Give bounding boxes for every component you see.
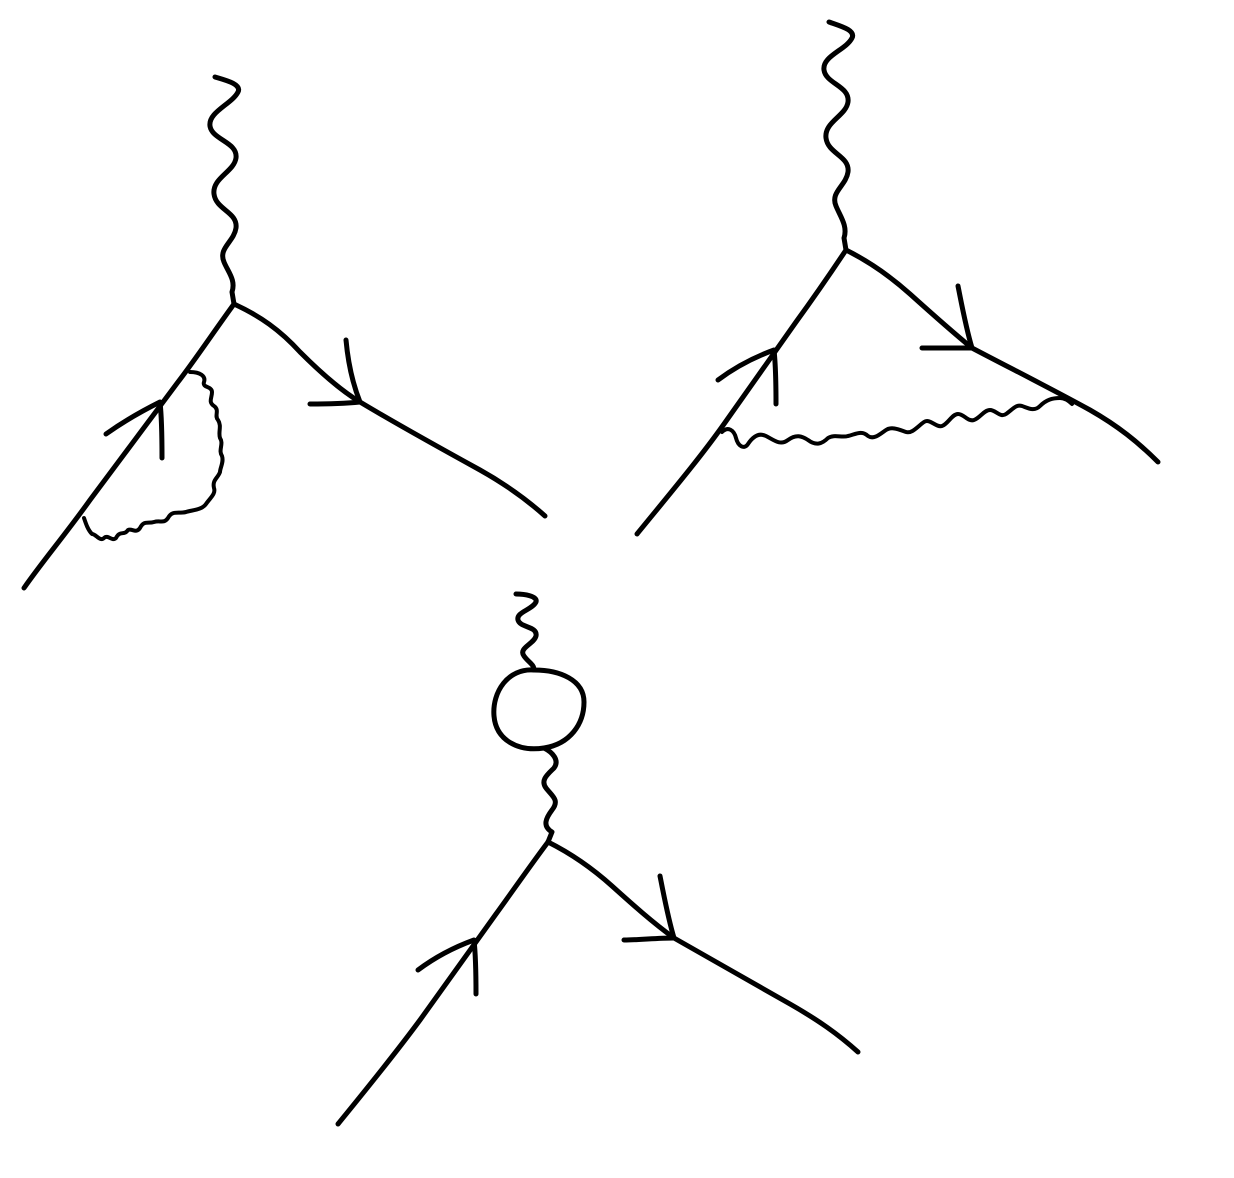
incoming-fermion-arrow [415,937,479,997]
photon-line [821,19,856,253]
photon-line [207,74,242,307]
incoming-fermion-arrow [715,347,779,407]
incoming-fermion-line [634,247,849,537]
outgoing-fermion-line [843,247,1161,465]
diagram-vacuum-polarization [335,591,861,1127]
incoming-fermion-line [335,839,551,1127]
photon-line-upper [513,591,539,673]
outgoing-fermion-arrow [307,337,363,407]
diagram-self-energy [21,74,548,591]
outgoing-fermion-line [545,839,861,1055]
internal-photon-exchange [720,396,1074,449]
diagram-vertex-correction [634,19,1161,537]
incoming-fermion-line [21,301,237,591]
incoming-fermion-arrow [103,399,165,461]
photon-line-lower [541,745,559,845]
internal-photon-loop [82,370,225,542]
outgoing-fermion-arrow [621,873,677,943]
outgoing-fermion-arrow [919,283,975,351]
fermion-loop [491,667,587,752]
outgoing-fermion-line [231,301,548,519]
